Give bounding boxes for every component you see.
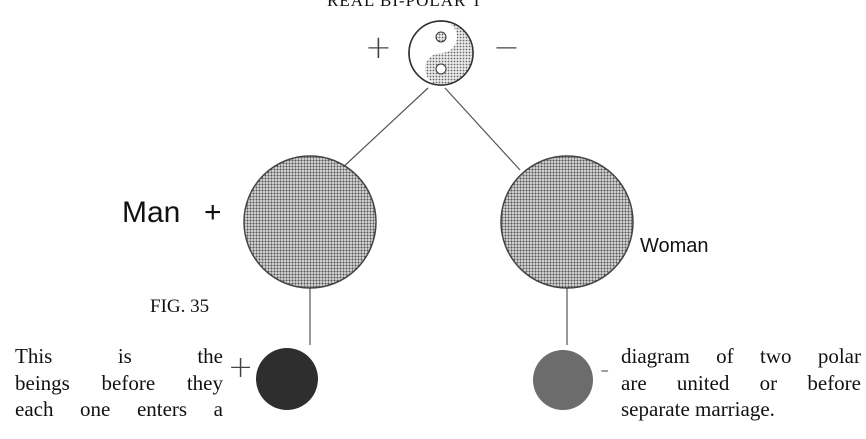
caption-left: This is the beings before they each one … <box>15 343 223 423</box>
connector-top-to-man <box>339 87 429 171</box>
bottom-minus-sign: - <box>600 355 610 385</box>
man-label: Man <box>122 196 181 229</box>
caption-right-line-2: are united or before <box>621 370 861 395</box>
caption-right-line-3: separate marriage. <box>621 397 775 421</box>
man-child-circle <box>256 348 318 410</box>
man-circle <box>243 155 377 289</box>
top-minus-sign: − <box>493 28 520 66</box>
caption-right: diagram of two polar are united or befor… <box>621 343 861 423</box>
connector-top-to-woman <box>444 87 521 171</box>
caption-left-line-1: This is the <box>15 344 223 368</box>
woman-child-circle <box>533 350 593 410</box>
caption-right-line-1: diagram of two polar <box>621 344 861 368</box>
header-text: REAL BI-POLAR T <box>327 0 483 10</box>
woman-circle <box>500 155 634 289</box>
figure-label: FIG. 35 <box>150 296 210 317</box>
man-plus-sign: + <box>204 196 222 229</box>
caption-left-line-3: each one enters a <box>15 397 223 421</box>
caption-left-line-2: beings before they <box>15 370 223 395</box>
top-plus-sign: + <box>365 28 392 66</box>
yin-yang-circle <box>408 20 474 86</box>
bottom-plus-sign: + <box>228 350 254 385</box>
woman-label: Woman <box>640 235 709 257</box>
